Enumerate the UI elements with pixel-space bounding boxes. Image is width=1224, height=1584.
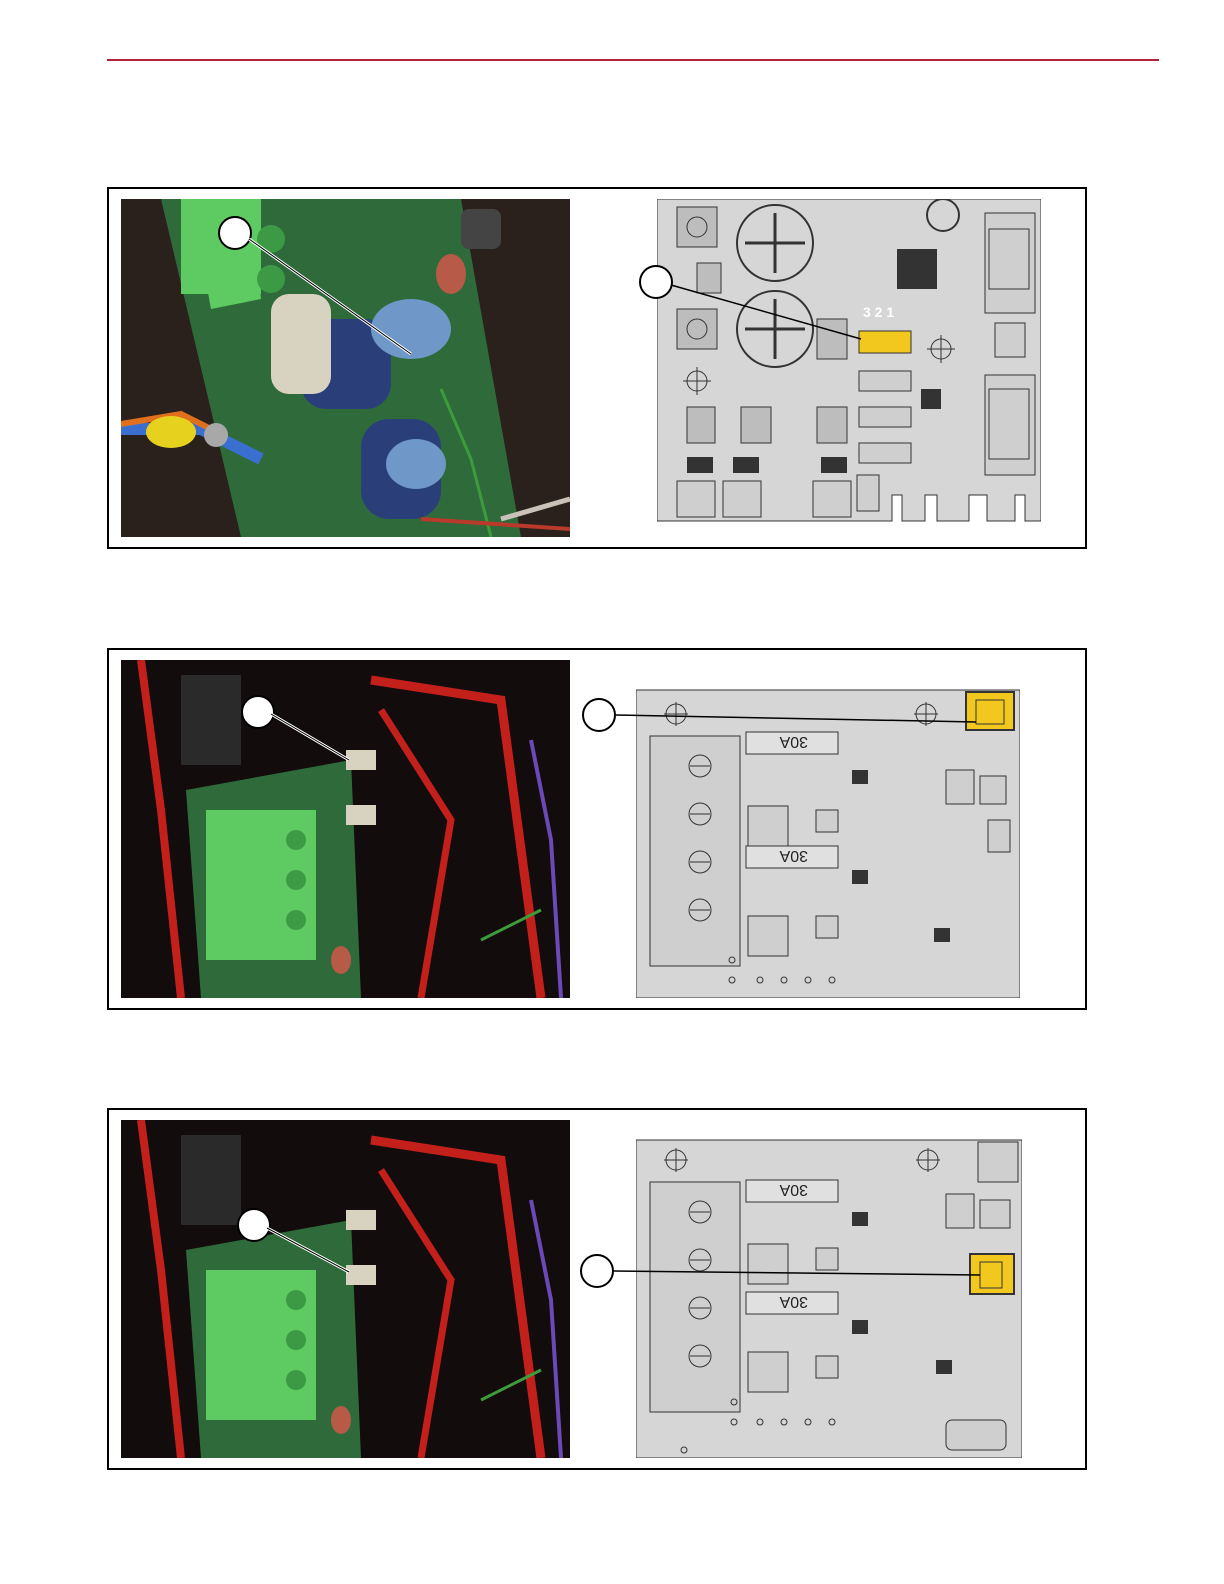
figure-1: 3 2 1 [107,187,1087,549]
callout-diagram-2 [582,698,616,732]
pcb-diagram-3: 30A 30A [636,1120,1022,1458]
leader-line [636,660,1020,998]
figure-3: 30A 30A [107,1108,1087,1470]
photo-2 [121,660,570,998]
header-rule [107,59,1159,61]
pcb-diagram-1: 3 2 1 [657,199,1041,537]
photo-1 [121,199,570,537]
leader-line [657,199,1041,537]
leader-arrow [121,1120,570,1458]
callout-diagram-3 [580,1254,614,1288]
leader-arrow [121,660,570,998]
figure-2: 30A 30A [107,648,1087,1010]
leader-arrow [121,199,570,537]
pcb-diagram-2: 30A 30A [636,660,1020,998]
leader-line [636,1120,1022,1458]
photo-3 [121,1120,570,1458]
